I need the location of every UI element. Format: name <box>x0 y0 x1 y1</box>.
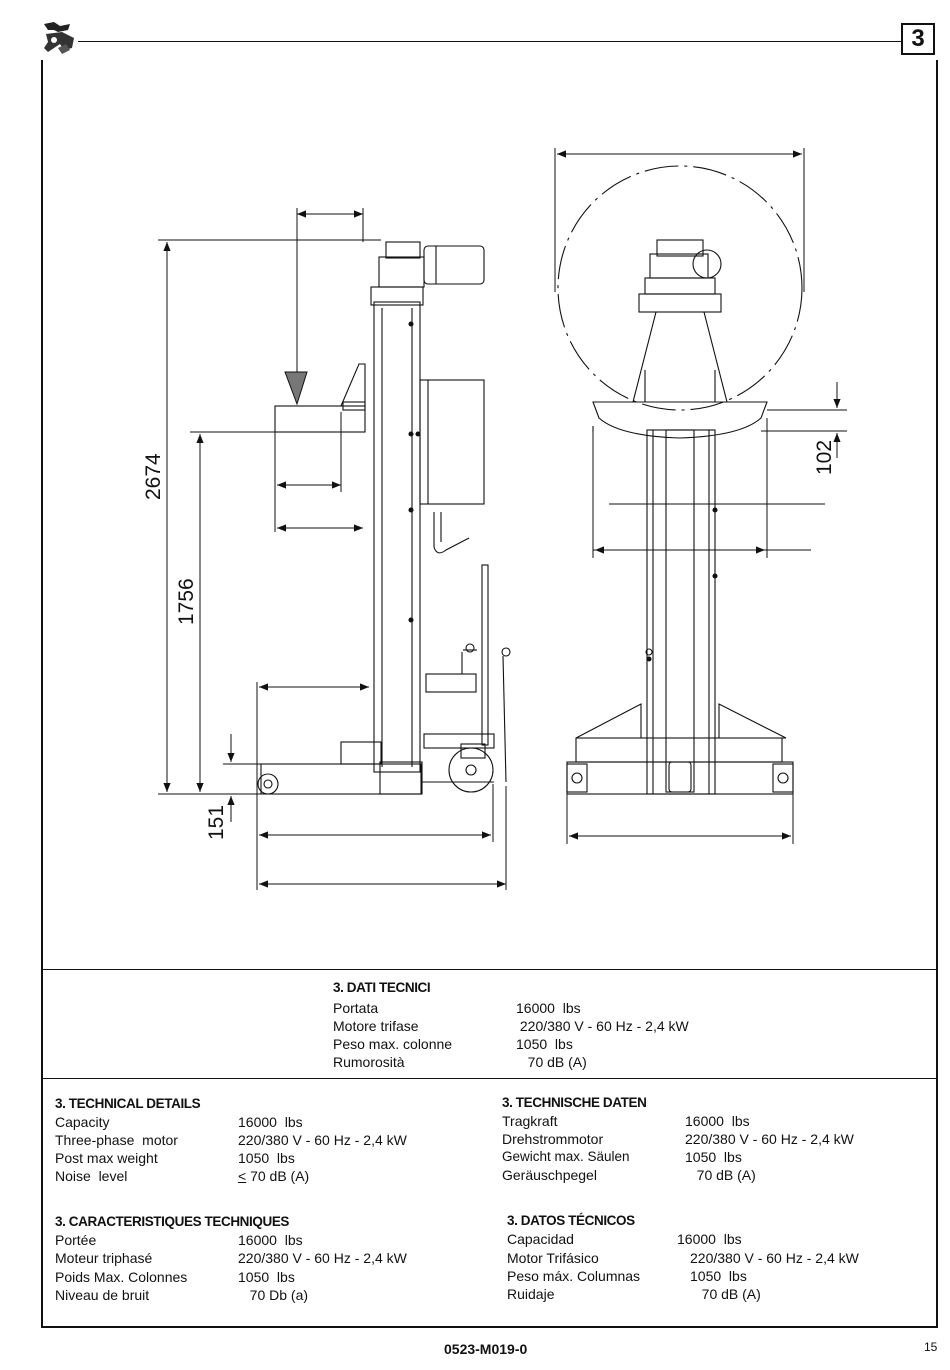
specs-title-german: 3. TECHNISCHE DATEN <box>502 1095 647 1110</box>
spec-value: 16000 lbs <box>677 1231 742 1247</box>
spec-label: Niveau de bruit <box>55 1287 150 1303</box>
spec-value: 16000 lbs <box>516 1000 581 1016</box>
spec-label: Moteur triphasé <box>55 1250 153 1266</box>
spec-value: 16000 lbs <box>685 1113 750 1129</box>
front-view <box>557 165 803 795</box>
chapter-number-box: 3 <box>901 23 935 55</box>
specs-block-french: 3. CARACTERISTIQUES TECHNIQUES Portée 16… <box>55 1214 475 1306</box>
spec-row: Gewicht max. Säulen 1050 lbs <box>502 1148 922 1166</box>
spec-row: Moteur triphasé 220/380 V - 60 Hz - 2,4 … <box>55 1249 475 1267</box>
spec-value: 1050 lbs <box>690 1268 747 1284</box>
spec-row: Rumorosità 70 dB (A) <box>333 1053 753 1071</box>
spec-row: Noise level < 70 dB (A) <box>55 1167 475 1185</box>
dim-total-height: 2674 <box>142 453 165 500</box>
dim-fork-height: 1756 <box>175 578 198 625</box>
specs-title-french: 3. CARACTERISTIQUES TECHNIQUES <box>55 1214 290 1229</box>
spec-label: Poids Max. Colonnes <box>55 1269 188 1285</box>
page-number: 15 <box>924 1340 938 1354</box>
spec-value: 220/380 V - 60 Hz - 2,4 kW <box>238 1132 407 1148</box>
specs-block-german: 3. TECHNISCHE DATEN Tragkraft 16000 lbs … <box>502 1095 922 1187</box>
spec-row: Tragkraft 16000 lbs <box>502 1112 922 1130</box>
specs-title-spanish: 3. DATOS TÉCNICOS <box>507 1213 635 1228</box>
spec-row: Post max weight 1050 lbs <box>55 1149 475 1167</box>
spec-row: Portée 16000 lbs <box>55 1231 475 1249</box>
spec-value: 220/380 V - 60 Hz - 2,4 kW <box>685 1131 854 1147</box>
spec-value: 70 dB (A) <box>685 1167 756 1183</box>
side-view <box>257 241 511 795</box>
spec-row: Capacidad 16000 lbs <box>507 1230 927 1248</box>
spec-label: Peso máx. Columnas <box>507 1268 641 1284</box>
spec-row: Peso max. colonne 1050 lbs <box>333 1035 753 1053</box>
spec-value: 1050 lbs <box>685 1149 742 1165</box>
spec-label: Motore trifase <box>333 1018 419 1034</box>
spec-value: 70 Db (a) <box>238 1287 309 1303</box>
spec-value: < 70 dB (A) <box>238 1168 310 1184</box>
spec-label: Geräuschpegel <box>502 1167 597 1183</box>
header-rule <box>78 41 901 42</box>
spec-label: Capacidad <box>507 1231 574 1247</box>
specs-block-italian: 3. DATI TECNICI Portata 16000 lbs Motore… <box>333 980 753 1072</box>
spec-value: 1050 lbs <box>238 1150 295 1166</box>
specs-divider <box>41 1078 938 1079</box>
spec-value: 220/380 V - 60 Hz - 2,4 kW <box>690 1250 859 1266</box>
technical-drawing <box>41 62 938 968</box>
spec-label: Post max weight <box>55 1150 158 1166</box>
spec-label: Three-phase motor <box>55 1132 178 1148</box>
spec-label: Capacity <box>55 1114 110 1130</box>
spec-row: Drehstrommotor 220/380 V - 60 Hz - 2,4 k… <box>502 1130 922 1148</box>
spec-label: Tragkraft <box>502 1113 558 1129</box>
specs-block-spanish: 3. DATOS TÉCNICOS Capacidad 16000 lbs Mo… <box>507 1213 927 1305</box>
less-equal-sign: < <box>238 1168 247 1184</box>
dim-base-height: 151 <box>205 804 228 840</box>
spec-row: Three-phase motor 220/380 V - 60 Hz - 2,… <box>55 1131 475 1149</box>
spec-value: 220/380 V - 60 Hz - 2,4 kW <box>516 1018 689 1034</box>
spec-row: Ruidaje 70 dB (A) <box>507 1285 927 1303</box>
page-frame <box>41 60 938 1328</box>
spec-value: 1050 lbs <box>238 1269 295 1285</box>
specs-title-italian: 3. DATI TECNICI <box>333 980 431 995</box>
drawing-divider <box>41 969 938 970</box>
spec-label: Rumorosità <box>333 1054 405 1070</box>
brand-logo <box>40 18 76 56</box>
spec-row: Peso máx. Columnas 1050 lbs <box>507 1267 927 1285</box>
spec-value: 70 dB (A) <box>690 1286 761 1302</box>
spec-row: Portata 16000 lbs <box>333 999 753 1017</box>
specs-title-english: 3. TECHNICAL DETAILS <box>55 1096 201 1111</box>
spec-label: Motor Trifásico <box>507 1250 599 1266</box>
spec-row: Motore trifase 220/380 V - 60 Hz - 2,4 k… <box>333 1017 753 1035</box>
spec-value: 16000 lbs <box>238 1114 303 1130</box>
spec-row: Geräuschpegel 70 dB (A) <box>502 1166 922 1184</box>
spec-label: Peso max. colonne <box>333 1036 453 1052</box>
spec-row: Poids Max. Colonnes 1050 lbs <box>55 1268 475 1286</box>
spec-row: Motor Trifásico 220/380 V - 60 Hz - 2,4 … <box>507 1249 927 1267</box>
spec-value: 70 dB (A) <box>516 1054 587 1070</box>
spec-label: Gewicht max. Säulen <box>502 1149 630 1164</box>
spec-value: 1050 lbs <box>516 1036 573 1052</box>
spec-row: Capacity 16000 lbs <box>55 1113 475 1131</box>
document-code: 0523-M019-0 <box>444 1341 528 1357</box>
spec-label: Noise level <box>55 1168 128 1184</box>
spec-value: 16000 lbs <box>238 1232 303 1248</box>
front-dimensions <box>554 148 847 844</box>
spec-row: Niveau de bruit 70 Db (a) <box>55 1286 475 1304</box>
load-center-marker <box>284 371 308 406</box>
specs-block-english: 3. TECHNICAL DETAILS Capacity 16000 lbs … <box>55 1096 475 1188</box>
spec-label: Portée <box>55 1232 97 1248</box>
spec-label: Drehstrommotor <box>502 1131 604 1147</box>
spec-label: Ruidaje <box>507 1286 555 1302</box>
spec-label: Portata <box>333 1000 379 1016</box>
spec-value: 220/380 V - 60 Hz - 2,4 kW <box>238 1250 407 1266</box>
dim-fork-thickness: 102 <box>813 439 836 475</box>
side-dimensions <box>158 208 507 890</box>
